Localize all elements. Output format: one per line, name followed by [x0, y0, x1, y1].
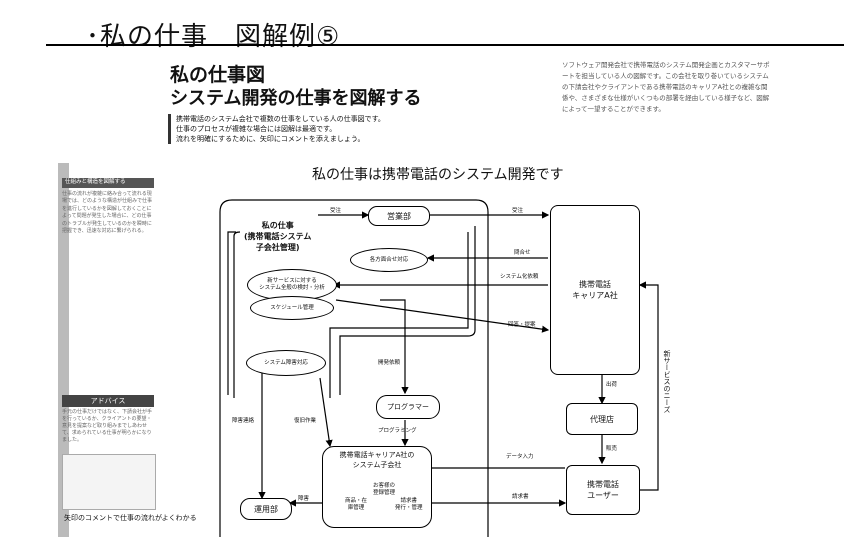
node-sub-inventory: 商品・在 庫管理: [345, 498, 368, 511]
label-dev-order: 開発依頼: [378, 360, 401, 366]
node-sales: 営業部: [368, 206, 430, 226]
self-scope-line-inner: [233, 231, 469, 398]
self-role-label: 私の仕事 (携帯電話システム 子会社管理): [244, 221, 312, 252]
intro-text: 携帯電話のシステム会社で複数の仕事をしている人の仕事図です。 仕事のプロセスが複…: [176, 114, 426, 144]
node-sub-billing: 請求書 発行・管理: [395, 498, 423, 511]
tip-text: 仕事の流れが複雑に絡み合って流れる現場では、どのような構造が仕組みで仕事を進行し…: [62, 190, 153, 235]
self-scope-line: [227, 226, 476, 395]
article-heading: 私の仕事図: [170, 64, 266, 86]
mini-diagram-thumbnail: [62, 454, 156, 510]
label-fault-report: 障害連絡: [232, 418, 255, 424]
sidebar-tip: 仕組みと構造を図解する 仕事の流れが複雑に絡み合って流れる現場では、どのような構…: [62, 178, 154, 266]
label-recovery: 復旧作業: [294, 418, 317, 424]
advice-heading: アドバイス: [62, 395, 154, 407]
arrow-answer: [335, 299, 550, 333]
node-sub-customer: お客様の 登録管理: [373, 483, 396, 496]
arrow-dev-order: [380, 299, 409, 395]
right-paragraph: ソフトウェア開発会社で携帯電話のシステム開発企画とカスタマーサポートを担当してい…: [562, 61, 770, 113]
node-response: 各方面合せ対応: [350, 248, 428, 272]
node-fault: システム障害対応: [246, 350, 326, 376]
node-subsidiary: 携帯電話キャリアA社の システム子会社: [322, 446, 432, 528]
title-rule: [46, 44, 844, 46]
intro-line-3: 流れを明確にするために、矢印にコメントを添えましょう。: [176, 135, 365, 143]
label-request: システム化依頼: [500, 274, 539, 280]
advice-text: 手元の仕事だけではなく、下請会社が手を行っているか、クライアントの要望・意見を提…: [62, 409, 153, 443]
intro-line-2: 仕事のプロセスが複雑な場合には図解は最適です。: [176, 125, 337, 133]
article-subheading: システム開発の仕事を図解する: [170, 88, 422, 109]
intro-bar: [168, 114, 171, 144]
node-user: 携帯電話 ユーザー: [566, 465, 640, 515]
sidebar-caption: 矢印のコメントで仕事の流れがよくわかる: [64, 514, 197, 522]
label-needs: 新サービスのニーズ: [663, 350, 671, 413]
label-sell: 販売: [606, 446, 618, 452]
label-bill: 請求書: [512, 494, 529, 500]
arrow-recovery: [319, 377, 333, 448]
intro-line-1: 携帯電話のシステム会社で複数の仕事をしている人の仕事図です。: [176, 115, 385, 123]
label-fault2: 障害: [298, 496, 310, 502]
label-sales-out: 受注: [512, 208, 524, 214]
page-title: ･私の仕事 図解例⑤: [86, 22, 341, 52]
node-carrier: 携帯電話 キャリアA社: [550, 205, 640, 375]
node-agency: 代理店: [566, 403, 638, 435]
label-ship: 出荷: [606, 382, 618, 388]
label-sales-in: 受注: [330, 208, 342, 214]
company-boundary: [219, 199, 489, 537]
label-data-input: データ入力: [506, 454, 534, 460]
tip-heading: 仕組みと構造を図解する: [62, 178, 154, 188]
node-programmer: プログラマー: [376, 395, 440, 419]
diagram-title: 私の仕事は携帯電話のシステム開発です: [312, 167, 564, 183]
label-programming: プログラミング: [378, 428, 417, 434]
node-operations: 運用部: [240, 498, 292, 520]
label-inquiry: 問合せ: [514, 250, 531, 256]
label-answer: 回答・提案: [508, 322, 536, 328]
node-schedule: スケジュール管理: [250, 296, 334, 320]
sidebar-advice: アドバイス 手元の仕事だけではなく、下請会社が手を行っているか、クライアントの要…: [62, 395, 154, 444]
sidebar-strip: [58, 163, 69, 537]
arrow-needs: [638, 281, 659, 491]
